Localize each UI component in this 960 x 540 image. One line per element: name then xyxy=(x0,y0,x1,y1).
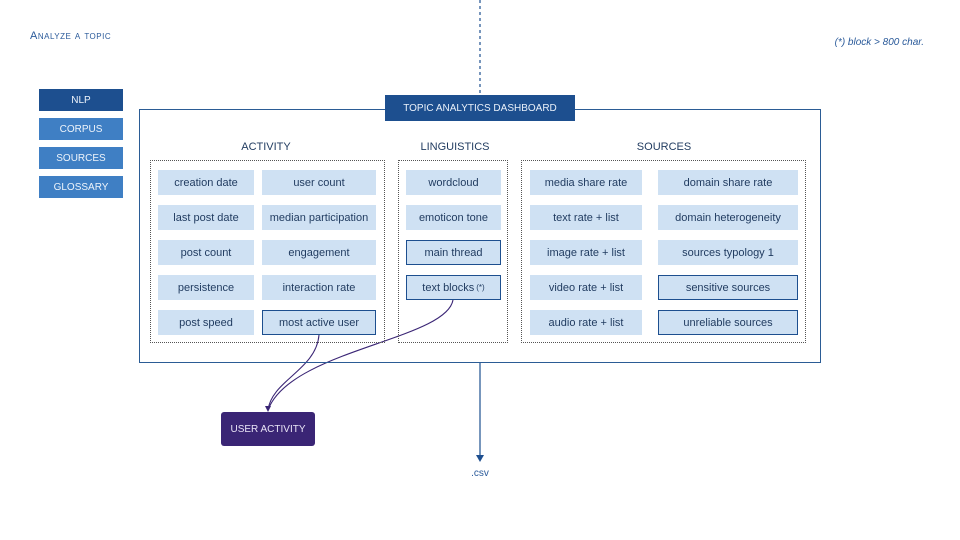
metric-video-rate[interactable]: video rate + list xyxy=(530,275,642,300)
metric-text-rate[interactable]: text rate + list xyxy=(530,205,642,230)
activity-group xyxy=(150,160,385,343)
metric-emoticon-tone[interactable]: emoticon tone xyxy=(406,205,501,230)
metric-median-participation[interactable]: median participation xyxy=(262,205,376,230)
footnote: (*) block > 800 char. xyxy=(834,37,924,48)
csv-arrow-head xyxy=(476,455,484,462)
sidebar-item-corpus[interactable]: CORPUS xyxy=(39,118,123,140)
metric-creation-date[interactable]: creation date xyxy=(158,170,254,195)
most-active-user-link xyxy=(267,334,320,411)
activity-label: ACTIVITY xyxy=(241,141,291,153)
metric-last-post-date[interactable]: last post date xyxy=(158,205,254,230)
metric-audio-rate[interactable]: audio rate + list xyxy=(530,310,642,335)
sources-group xyxy=(521,160,806,343)
text-blocks-mark: (*) xyxy=(476,283,485,292)
metric-most-active-user[interactable]: most active user xyxy=(262,310,376,335)
metric-post-speed[interactable]: post speed xyxy=(158,310,254,335)
metric-image-rate[interactable]: image rate + list xyxy=(530,240,642,265)
metric-persistence[interactable]: persistence xyxy=(158,275,254,300)
metric-unreliable-sources[interactable]: unreliable sources xyxy=(658,310,798,335)
dashboard-title: TOPIC ANALYTICS DASHBOARD xyxy=(385,95,575,121)
metric-main-thread[interactable]: main thread xyxy=(406,240,501,265)
user-activity-arrow-head xyxy=(265,406,271,412)
linguistics-label: LINGUISTICS xyxy=(420,141,490,153)
metric-text-blocks[interactable]: text blocks(*) xyxy=(406,275,501,300)
metric-media-share-rate[interactable]: media share rate xyxy=(530,170,642,195)
metric-interaction-rate[interactable]: interaction rate xyxy=(262,275,376,300)
csv-export-label[interactable]: .csv xyxy=(471,468,489,479)
metric-sources-typology[interactable]: sources typology 1 xyxy=(658,240,798,265)
page-title: Analyze a topic xyxy=(30,30,112,42)
text-blocks-label: text blocks xyxy=(422,281,475,294)
metric-user-count[interactable]: user count xyxy=(262,170,376,195)
metric-domain-heterogeneity[interactable]: domain heterogeneity xyxy=(658,205,798,230)
metric-sensitive-sources[interactable]: sensitive sources xyxy=(658,275,798,300)
sidebar-item-nlp[interactable]: NLP xyxy=(39,89,123,111)
user-activity-button[interactable]: USER ACTIVITY xyxy=(221,412,315,446)
sidebar-item-sources[interactable]: SOURCES xyxy=(39,147,123,169)
metric-wordcloud[interactable]: wordcloud xyxy=(406,170,501,195)
text-blocks-link xyxy=(267,299,454,411)
metric-domain-share-rate[interactable]: domain share rate xyxy=(658,170,798,195)
sources-label: SOURCES xyxy=(636,141,692,153)
linguistics-group xyxy=(398,160,508,343)
metric-engagement[interactable]: engagement xyxy=(262,240,376,265)
sidebar-item-glossary[interactable]: GLOSSARY xyxy=(39,176,123,198)
metric-post-count[interactable]: post count xyxy=(158,240,254,265)
